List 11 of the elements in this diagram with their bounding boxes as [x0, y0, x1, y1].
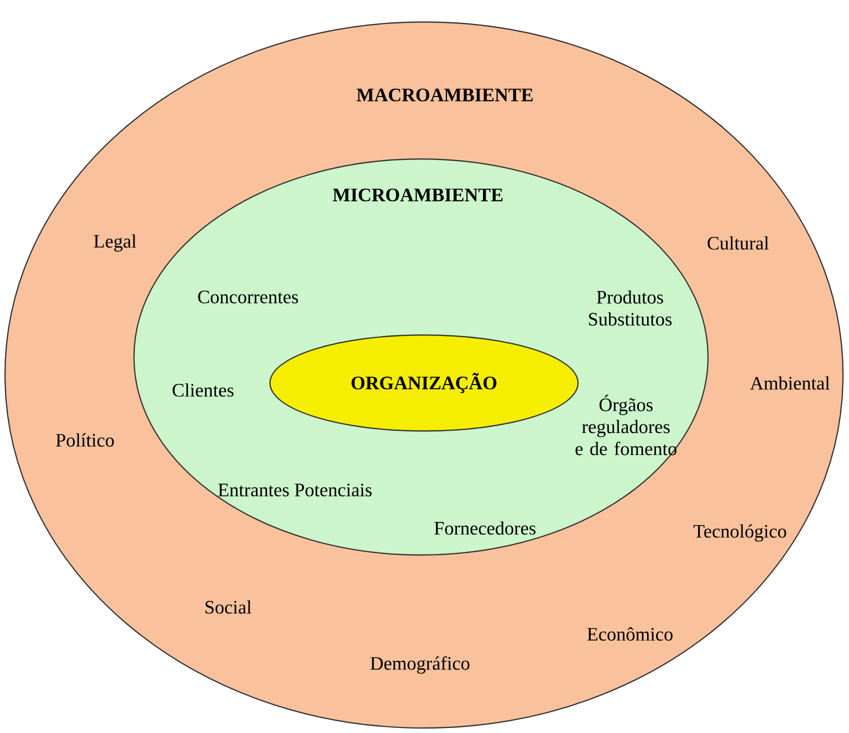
factor-label: Clientes: [172, 383, 234, 397]
factor-label: Político: [56, 433, 114, 447]
factor-label: Ambiental: [750, 376, 830, 390]
factor-label: Entrantes Potenciais: [218, 484, 372, 496]
factor-label: Econômico: [587, 627, 673, 641]
factor-label: Demográfico: [370, 656, 470, 674]
factor-label: Fornecedores: [434, 521, 536, 535]
factor-label: Concorrentes: [198, 290, 298, 304]
factor-label: Cultural: [708, 236, 769, 250]
factor-label: Social: [206, 600, 252, 614]
factor-label: Produtos Substitutos: [589, 290, 672, 326]
